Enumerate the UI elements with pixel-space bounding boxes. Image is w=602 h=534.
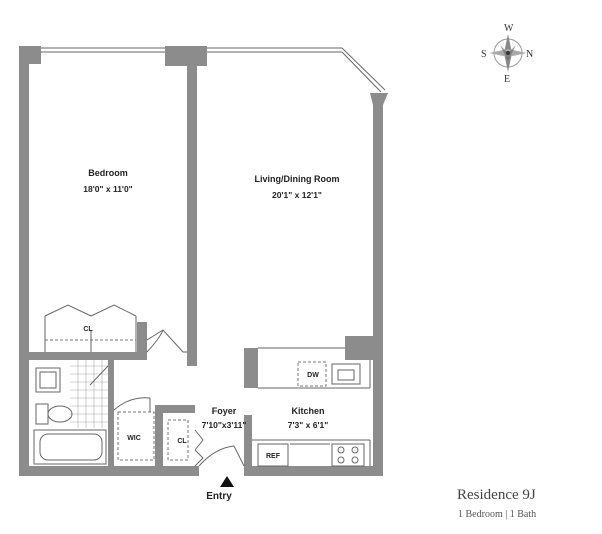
entry-label: Entry xyxy=(206,491,232,502)
bedroom-door xyxy=(146,329,187,353)
foyer-closet xyxy=(167,419,204,467)
foyer-closet-label: CL xyxy=(177,438,187,445)
foyer-name: Foyer xyxy=(212,406,237,416)
closet-label: CL xyxy=(83,326,93,333)
walls xyxy=(19,46,388,476)
living-name: Living/Dining Room xyxy=(255,174,340,184)
compass-east-label: E xyxy=(504,74,510,85)
compass-west-label: W xyxy=(504,23,514,34)
entry-door xyxy=(198,445,245,467)
bedroom-name: Bedroom xyxy=(88,168,128,178)
bathroom xyxy=(33,360,109,465)
living-size: 20'1" x 12'1" xyxy=(272,190,322,200)
compass-north-label: N xyxy=(526,49,533,60)
wic-label: WIC xyxy=(127,435,141,442)
foyer-size: 7'10"x3'11" xyxy=(202,420,247,430)
kitchen-counters xyxy=(252,347,371,467)
kitchen-name: Kitchen xyxy=(291,406,324,416)
residence-title: Residence 9J xyxy=(457,487,536,503)
entry-arrow xyxy=(220,476,234,487)
kitchen-size: 7'3" x 6'1" xyxy=(288,420,328,430)
compass-south-label: S xyxy=(481,49,487,60)
compass-rose xyxy=(489,34,527,72)
residence-subtitle: 1 Bedroom | 1 Bath xyxy=(458,509,536,520)
dishwasher-label: DW xyxy=(307,372,319,379)
bedroom-closet xyxy=(44,304,137,352)
walk-in-closet xyxy=(113,397,155,461)
refrigerator-label: REF xyxy=(266,453,281,460)
bedroom-size: 18'0" x 11'0" xyxy=(83,184,132,194)
